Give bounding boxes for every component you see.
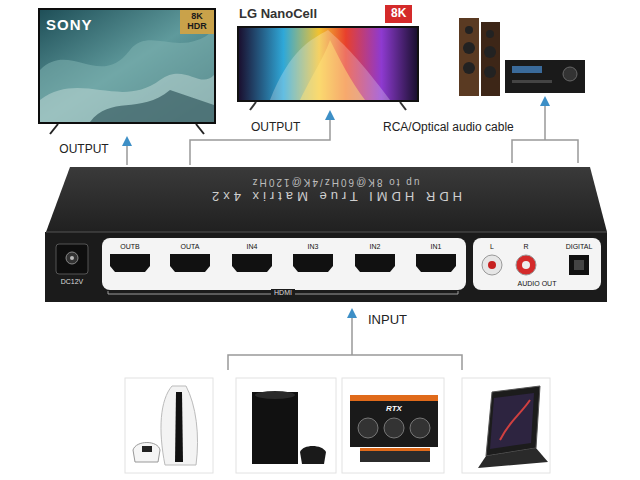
input-label: INPUT	[368, 313, 407, 328]
port-label: OUTB	[120, 243, 139, 251]
cable-label: RCA/Optical audio cable	[383, 121, 514, 135]
port-label: L	[490, 243, 494, 251]
gpu-logo: RTX	[386, 404, 402, 413]
tv-screen: LG NanoCell 8K	[237, 4, 419, 112]
output-connector	[190, 112, 330, 165]
panel-label: HDMI	[271, 289, 295, 297]
edge-label: OUTPUT	[57, 143, 110, 157]
port-label: IN1	[431, 243, 442, 251]
power-label: DC12V	[61, 278, 84, 286]
port-label: R	[523, 243, 528, 251]
output-connector	[126, 138, 128, 165]
tv-screen: SONY 8K HDR	[38, 8, 216, 138]
resolution-badge: 8K HDR	[180, 10, 214, 34]
port-label: DIGITAL	[566, 243, 593, 251]
edge-label: OUTPUT	[249, 121, 302, 135]
panel-label: AUDIO OUT	[518, 280, 557, 288]
port-label: IN2	[370, 243, 381, 251]
product-subtitle: up to 8K@60Hz/4K@120Hz	[85, 175, 585, 188]
port-label: IN3	[308, 243, 319, 251]
brand-logo: SONY	[46, 16, 93, 33]
port-label: OUTA	[181, 243, 200, 251]
port-label: IN4	[247, 243, 258, 251]
product-title: HDR HDMI True Matrix 4x2	[85, 188, 585, 204]
brand-logo: LG NanoCell	[239, 7, 317, 22]
rotated-print: HDR HDMI True Matrix 4x2up to 8K@60Hz/4K…	[85, 175, 585, 204]
resolution-badge: 8K	[385, 5, 412, 23]
